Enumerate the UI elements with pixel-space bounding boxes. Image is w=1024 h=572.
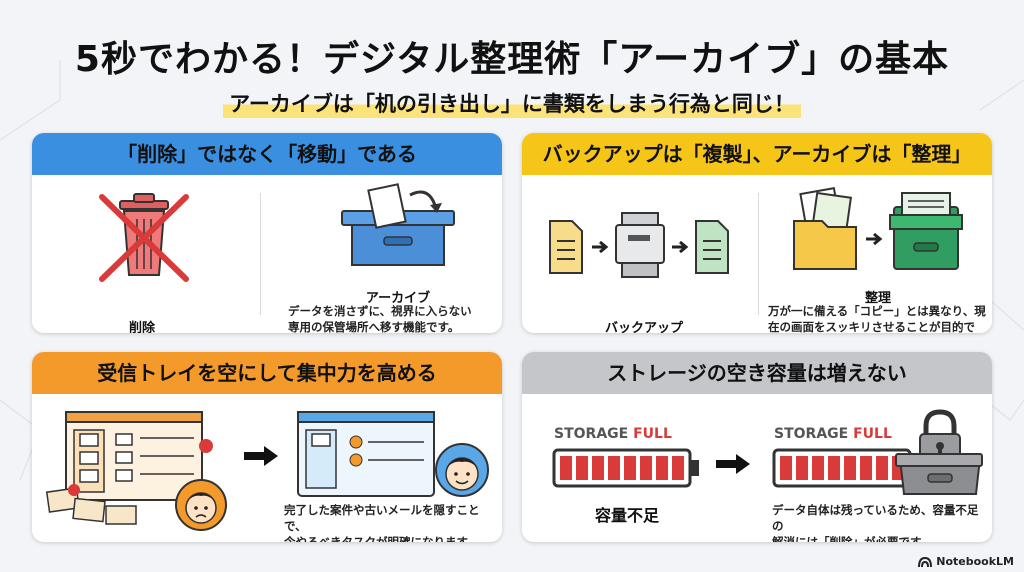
card-header: ストレージの空き容量は増えない (522, 352, 992, 394)
storage-full-label-after: STORAGE FULL (774, 426, 892, 442)
page-title: 5秒でわかる！デジタル整理術「アーカイブ」の基本 (74, 39, 950, 80)
archive-description: データを消さずに、視界に入らない 専用の保管場所へ移す機能です。 (288, 304, 472, 333)
card-empty-inbox: 受信トレイを空にして集中力を高める (32, 352, 502, 542)
notebooklm-icon (918, 556, 933, 567)
organize-label: 整理 (864, 291, 891, 306)
backup-copy-icon (549, 212, 729, 278)
archive-label: アーカイブ (365, 291, 431, 306)
stressed-person-icon (175, 479, 227, 531)
backup-label: バックアップ (604, 321, 683, 333)
storage-description: データ自体は残っているため、容量不足の 解消には「削除」が必要です。 (772, 503, 979, 542)
card-delete-vs-move: 「削除」ではなく「移動」である 削除 アーカイブ データを消さずに、視界に入らな… (32, 133, 502, 333)
organize-description: 万が一に備える「コピー」とは異なり、現 在の画面をスッキリさせることが目的です。 (768, 304, 986, 333)
card-header: 「削除」ではなく「移動」である (32, 133, 502, 175)
inbox-description: 完了した案件や古いメールを隠すことで、 今やるべきタスクが明確になります。 (284, 503, 480, 542)
cluttered-inbox-icon (46, 411, 213, 525)
archive-box-icon (341, 183, 455, 266)
page-subtitle: アーカイブは「机の引き出し」に書類をしまう行為と同じ！ (223, 88, 801, 118)
card-storage: ストレージの空き容量は増えない STORAGE FULL 容量不足 STORAG… (522, 352, 992, 542)
arrow-right-icon (716, 454, 750, 474)
locked-archive-icon (895, 409, 983, 495)
shortage-label: 容量不足 (594, 506, 659, 525)
clean-inbox-icon (297, 411, 489, 497)
folder-to-cabinet-icon (793, 187, 963, 270)
notebooklm-logo: NotebookLM (918, 555, 1014, 568)
delete-label: 削除 (128, 321, 155, 333)
card-header: バックアップは「複製」、アーカイブは「整理」 (522, 133, 992, 175)
card-header: 受信トレイを空にして集中力を高める (32, 352, 502, 394)
storage-full-label: STORAGE FULL (554, 426, 672, 442)
card-backup-vs-archive: バックアップは「複製」、アーカイブは「整理」 バックアップ (522, 133, 992, 333)
arrow-right-icon (244, 446, 278, 466)
trash-can-icon (99, 193, 189, 282)
battery-full-icon (552, 448, 699, 488)
